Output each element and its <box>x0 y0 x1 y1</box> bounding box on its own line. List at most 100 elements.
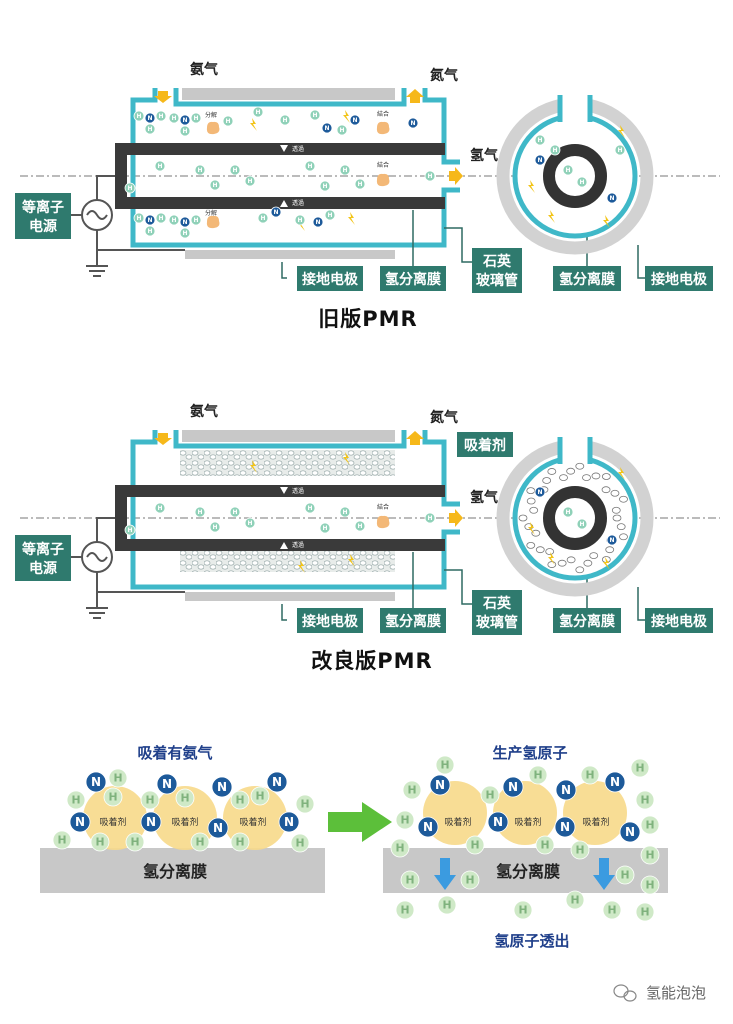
nitrogen-atom-icon: N <box>321 122 333 134</box>
nitrogen-atom-icon: N <box>207 817 229 839</box>
atom-circle <box>179 227 191 239</box>
adsorbent-label-box <box>457 432 513 457</box>
membrane-slab-left <box>40 848 325 893</box>
atom-symbol: H <box>442 899 451 912</box>
bottom-ground-electrode <box>185 592 395 601</box>
hydrogen-atom-icon: H <box>155 212 167 224</box>
hydrogen-atom-icon: H <box>534 134 546 146</box>
ac-wave-icon <box>86 552 108 562</box>
power-wiring <box>71 175 185 265</box>
atom-circle <box>133 212 145 224</box>
atom-symbol: H <box>136 113 141 120</box>
atom-circle <box>175 788 195 808</box>
lightning-icon <box>250 118 257 131</box>
atom-circle <box>156 773 178 795</box>
atom-symbol: N <box>508 780 518 794</box>
atom-circle <box>278 811 300 833</box>
atom-symbol: H <box>357 523 362 530</box>
atom-circle <box>124 524 136 536</box>
adsorbent-label: 吸着剂 <box>514 816 541 828</box>
atom-circle <box>549 144 561 156</box>
membrane-ring <box>543 144 607 208</box>
atom-circle <box>576 176 588 188</box>
hydrogen-atom-icon: H <box>154 502 166 514</box>
reaction-blob-icon <box>206 121 220 135</box>
permeate-arrow-icon <box>280 200 288 207</box>
atom-symbol: H <box>180 792 189 805</box>
membrane-label-box <box>380 266 446 291</box>
nitrogen-atom-icon: N <box>144 214 156 226</box>
atom-symbol: H <box>540 839 549 852</box>
atom-circle <box>534 486 546 498</box>
down-arrow-icon <box>593 858 615 890</box>
atom-circle <box>155 212 167 224</box>
atom-circle <box>90 832 110 852</box>
atom-circle <box>614 144 626 156</box>
ground-electrode-label-box <box>297 266 363 291</box>
atom-circle <box>290 833 310 853</box>
atom-symbol: N <box>91 775 101 789</box>
hydrogen-atom-icon: H <box>319 180 331 192</box>
adsorbent-particle <box>619 533 628 541</box>
nitrogen-atom-icon: N <box>312 216 324 228</box>
wechat-icon <box>613 984 637 1002</box>
atom-symbol: N <box>609 195 614 202</box>
hydrogen-atom-icon: H <box>640 845 660 865</box>
adsorbent-particle <box>601 486 611 494</box>
adsorbent-particle <box>559 474 568 482</box>
hydrogen-atom-icon: H <box>250 786 270 806</box>
hydrogen-atom-icon: H <box>294 214 306 226</box>
nitrogen-atom-icon: N <box>140 811 162 833</box>
atom-symbol: H <box>300 798 309 811</box>
hydrogen-atom-icon: H <box>565 890 585 910</box>
power-wiring <box>71 517 185 607</box>
atom-circle <box>168 112 180 124</box>
membrane-label: 氢分离膜 <box>385 613 441 630</box>
adsorbent-particle <box>619 495 628 503</box>
hydrogen-atom-icon: H <box>168 112 180 124</box>
hydrogen-atom-icon: H <box>635 902 655 922</box>
atom-circle <box>400 870 420 890</box>
atom-circle <box>570 840 590 860</box>
atom-circle <box>250 786 270 806</box>
permeate-tag: 透過 <box>292 487 304 495</box>
hydrogen-atom-icon: H <box>230 790 250 810</box>
hydrogen-atom-icon: H <box>229 506 241 518</box>
atom-symbol: N <box>146 815 156 829</box>
atom-symbol: H <box>552 147 557 154</box>
hydrogen-atom-icon: H <box>602 900 622 920</box>
atom-circle <box>144 123 156 135</box>
atom-symbol: H <box>71 794 80 807</box>
hydrogen-atom-icon: H <box>630 758 650 778</box>
plasma-power-label-box <box>15 193 71 239</box>
quartz-tube-label: 石英 <box>482 253 512 270</box>
lightning-icon <box>618 467 625 480</box>
atom-symbol: H <box>635 762 644 775</box>
atom-circle <box>209 521 221 533</box>
hydrogen-atom-icon: H <box>339 506 351 518</box>
h-atoms-permeate-title: 氢原子透出 <box>494 932 569 950</box>
atom-circle <box>85 771 107 793</box>
new-pmr-title: 改良版PMR <box>311 649 432 673</box>
hydrogen-atom-icon: H <box>562 506 574 518</box>
atom-circle <box>465 835 485 855</box>
atom-symbol: N <box>561 783 571 797</box>
atom-circle <box>319 522 331 534</box>
atom-circle <box>252 106 264 118</box>
adsorbent-particle <box>526 487 536 495</box>
atom-symbol: H <box>157 163 162 170</box>
atom-symbol: H <box>282 117 287 124</box>
lightning-icon <box>250 460 257 473</box>
atom-circle <box>154 160 166 172</box>
quartz-tube-label: 石英 <box>482 595 512 612</box>
decompose-tag: 分解 <box>205 111 217 119</box>
atom-symbol: H <box>405 874 414 887</box>
atom-symbol: N <box>273 209 278 216</box>
atom-circle <box>324 209 336 221</box>
atom-circle <box>295 794 315 814</box>
lightning-icon <box>603 557 610 570</box>
hydrogen-atom-icon: H <box>576 176 588 188</box>
hydrogen-atom-icon: H <box>339 164 351 176</box>
